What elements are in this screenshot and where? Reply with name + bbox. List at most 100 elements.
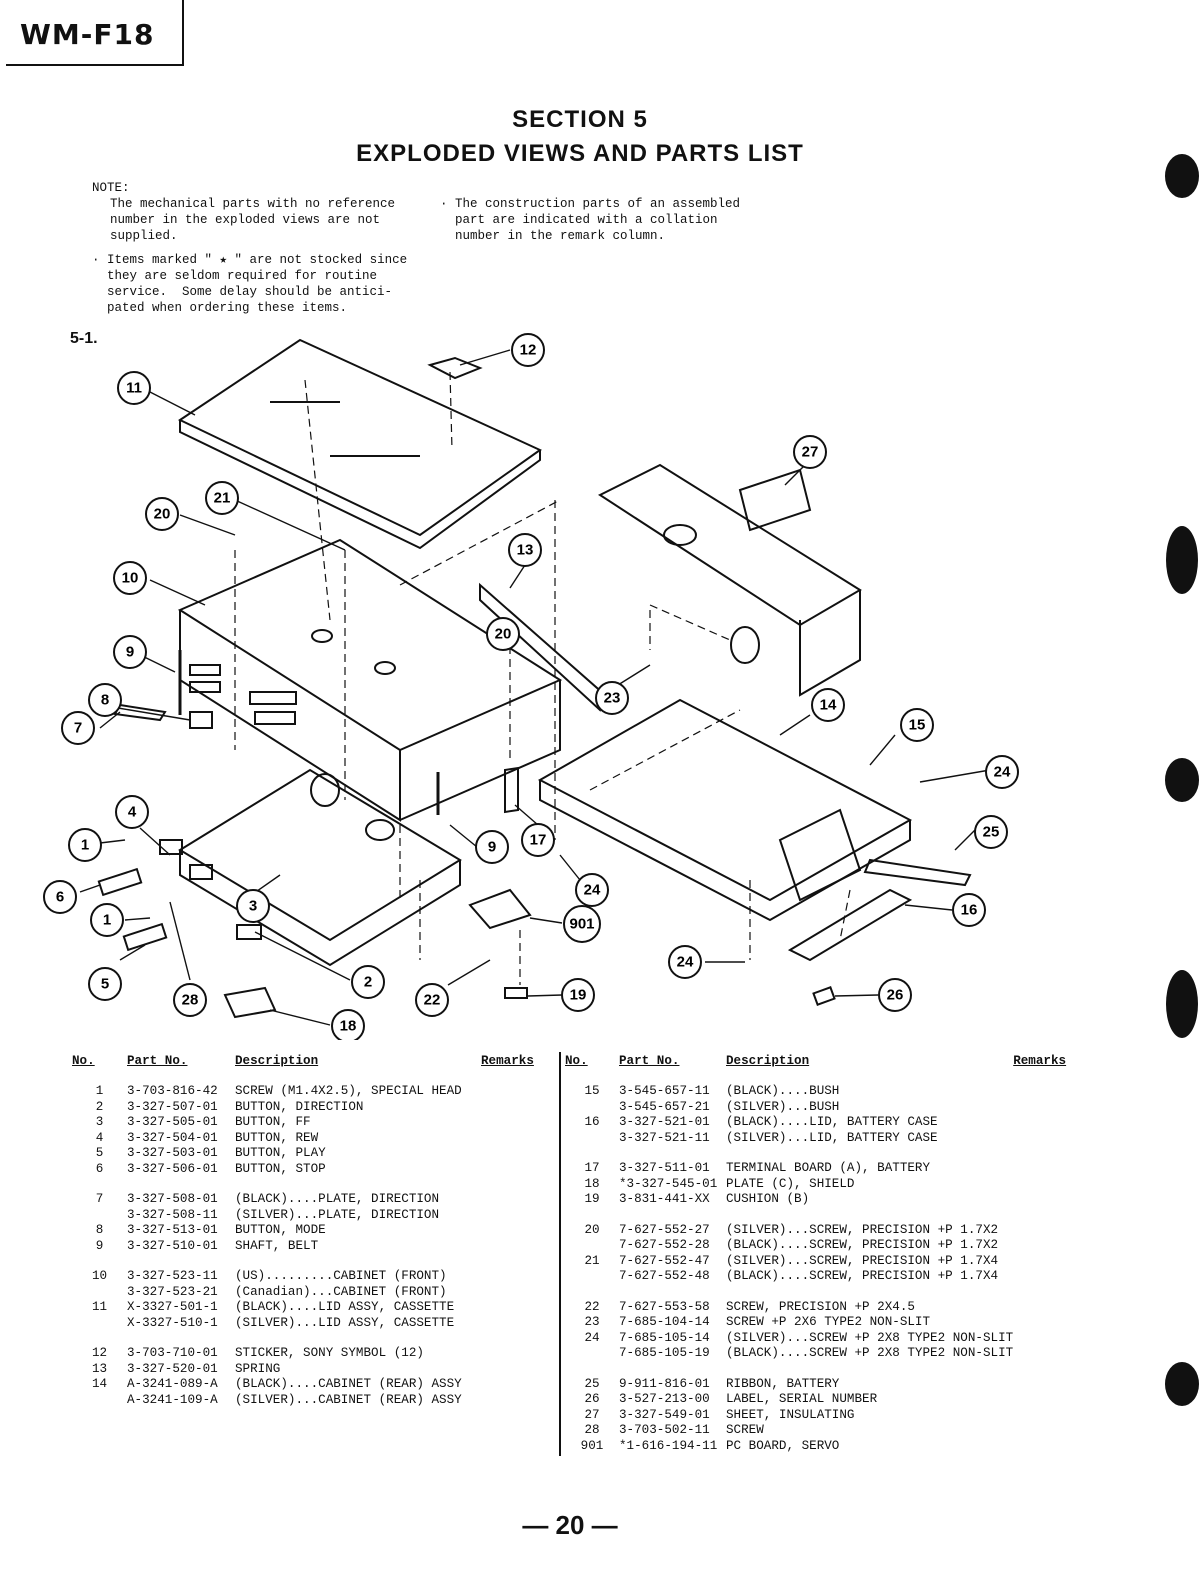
cell-remarks — [481, 1300, 551, 1316]
cell-no: 13 — [91, 1361, 108, 1376]
cell-remarks — [481, 1084, 551, 1100]
callout-2: 2 — [351, 965, 385, 999]
cell-remarks — [481, 1239, 551, 1255]
insulating-sheet — [738, 468, 812, 532]
cell-remarks — [481, 1146, 551, 1162]
button-stop — [97, 867, 143, 897]
col-desc-right: Description — [726, 1054, 810, 1068]
cell-no: 25 — [584, 1376, 600, 1391]
cell-part: 3-831-441-XX — [619, 1192, 710, 1206]
cell-no: 16 — [584, 1115, 600, 1129]
cell-no: 4 — [95, 1130, 104, 1145]
cell-desc: (SILVER)...SCREW +P 2X8 TYPE2 NON-SLIT — [726, 1330, 1014, 1345]
cell-part: 3-327-521-11 — [619, 1130, 710, 1145]
callout-16: 16 — [952, 893, 986, 927]
cell-part: 7-627-552-48 — [619, 1269, 710, 1283]
callout-17: 17 — [521, 823, 555, 857]
cell-desc: (BLACK)....LID, BATTERY CASE — [726, 1115, 938, 1129]
cell-remarks — [481, 1115, 551, 1131]
cell-desc: BUTTON, PLAY — [235, 1146, 326, 1160]
cell-desc: LABEL, SERIAL NUMBER — [726, 1392, 878, 1406]
callout-label: 9 — [488, 839, 496, 856]
callout-20: 20 — [145, 497, 179, 531]
cell-no — [565, 1269, 619, 1285]
cell-desc: SCREW +P 2X6 TYPE2 NON-SLIT — [726, 1315, 931, 1329]
callout-label: 5 — [101, 976, 109, 993]
model-box: WM-F18 — [6, 0, 184, 66]
button-play — [122, 922, 168, 952]
callout-11: 11 — [117, 371, 151, 405]
cell-desc: (BLACK)....CABINET (REAR) ASSY — [235, 1377, 462, 1391]
callout-label: 6 — [56, 889, 64, 906]
cell-part: 7-627-552-27 — [619, 1222, 710, 1237]
callout-24: 24 — [575, 873, 609, 907]
cell-part: X-3327-501-1 — [127, 1300, 218, 1314]
cell-no: 1 — [95, 1084, 104, 1098]
callout-12: 12 — [511, 333, 545, 367]
cell-no — [72, 1285, 127, 1301]
figure-label: 5-1. — [70, 330, 98, 347]
cell-desc: SCREW, PRECISION +P 2X4.5 — [726, 1299, 915, 1314]
cell-no: 10 — [91, 1269, 108, 1283]
cell-remarks — [1013, 1100, 1073, 1116]
cell-no: 23 — [584, 1315, 600, 1329]
cell-no: 5 — [95, 1146, 104, 1160]
callout-label: 7 — [74, 720, 82, 737]
table-row: 3-545-657-21(SILVER)...BUSH — [565, 1100, 1073, 1116]
col-no-right: No. — [565, 1054, 588, 1068]
punch-hole-2 — [1166, 526, 1198, 594]
cell-remarks — [1013, 1192, 1073, 1208]
table-row: 3-327-508-11(SILVER)...PLATE, DIRECTION — [72, 1208, 551, 1224]
cell-part: *3-327-545-01 — [619, 1176, 718, 1191]
punch-hole-1 — [1165, 154, 1199, 198]
table-row: 23 7-685-104-14 SCREW +P 2X6 TYPE2 NON-SLI… — [565, 1315, 1073, 1331]
cell-remarks — [1013, 1331, 1073, 1347]
cell-no: 3 — [95, 1115, 104, 1129]
table-row: X-3327-510-1(SILVER)...LID ASSY, CASSETT… — [72, 1316, 551, 1332]
note-2: · Items marked " ★ " are not stocked sin… — [92, 253, 408, 315]
table-row: A-3241-109-A(SILVER)...CABINET (REAR) AS… — [72, 1393, 551, 1409]
cell-no: 27 — [584, 1407, 600, 1422]
cell-remarks — [1013, 1392, 1073, 1408]
cell-no: 7 — [95, 1192, 104, 1206]
cell-remarks — [481, 1316, 551, 1332]
cell-desc: (BLACK)....SCREW +P 2X8 TYPE2 NON-SLIT — [726, 1346, 1014, 1360]
callout-label: 15 — [909, 717, 926, 734]
callout-24: 24 — [985, 755, 1019, 789]
cell-part: 3-703-710-01 — [127, 1346, 218, 1360]
cell-part: 3-703-502-11 — [619, 1423, 710, 1437]
cell-desc: SCREW — [726, 1423, 764, 1437]
callout-label: 24 — [994, 764, 1011, 781]
cell-remarks — [1013, 1115, 1073, 1131]
cell-no: 22 — [584, 1299, 600, 1314]
cell-no: 28 — [584, 1423, 600, 1437]
callout-label: 26 — [887, 987, 904, 1004]
cell-no — [72, 1208, 127, 1224]
callout-1: 1 — [68, 828, 102, 862]
cell-part: 3-327-505-01 — [127, 1115, 218, 1129]
cell-remarks — [1013, 1238, 1073, 1254]
col-no: No. — [72, 1054, 95, 1068]
cell-desc: CUSHION (B) — [726, 1192, 810, 1206]
cell-remarks — [1013, 1269, 1073, 1285]
cell-no — [565, 1100, 619, 1116]
cell-desc: (BLACK)....PLATE, DIRECTION — [235, 1192, 440, 1206]
cell-part: 7-685-104-14 — [619, 1315, 710, 1329]
callout-4: 4 — [115, 795, 149, 829]
cell-desc: (BLACK)....SCREW, PRECISION +P 1.7X4 — [726, 1269, 999, 1283]
cell-part: 7-685-105-19 — [619, 1346, 710, 1360]
cell-no — [72, 1316, 127, 1332]
cell-part: 7-627-552-28 — [619, 1238, 710, 1252]
callout-label: 21 — [214, 490, 231, 507]
cell-remarks — [481, 1362, 551, 1378]
callout-label: 10 — [122, 570, 139, 587]
cell-no — [565, 1346, 619, 1362]
